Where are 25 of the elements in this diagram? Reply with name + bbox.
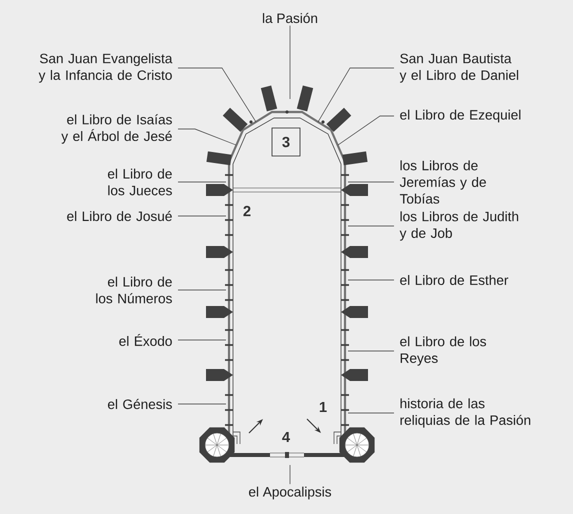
leader-line <box>178 68 256 122</box>
window-label: la Pasión <box>262 12 318 24</box>
room-number-box: 3 <box>272 128 300 156</box>
leader-line <box>348 350 394 352</box>
window-label: el Libro de los Números <box>96 276 172 304</box>
window-label: el Libro de Ezequiel <box>400 110 520 122</box>
window-label: San Juan Bautista y el Libro de Daniel <box>400 53 518 83</box>
window-label: historia de las reliquias de la Pasión <box>400 398 530 428</box>
window-label: el Éxodo <box>119 334 172 346</box>
window-label: el Génesis <box>108 398 172 410</box>
window-label: los Libros de Judith y de Job <box>400 211 518 241</box>
window-label: el Libro de los Jueces <box>108 168 172 196</box>
window-label: el Libro de Josué <box>67 210 172 222</box>
window-label: el Libro de Isaías y el Árbol de Jesé <box>61 114 172 144</box>
leader-line <box>178 128 236 146</box>
room-number: 2 <box>243 206 250 216</box>
window-label: el Apocalipsis <box>249 486 332 500</box>
leader-line <box>348 412 394 414</box>
room-number: 4 <box>282 432 290 442</box>
window-label: San Juan Evangelista y la Infancia de Cristo <box>38 53 172 83</box>
leader-line <box>318 68 394 122</box>
window-label: el Libro de Esther <box>400 275 508 285</box>
room-number: 1 <box>320 402 327 412</box>
leader-line <box>338 116 394 146</box>
window-label: el Libro de los Reyes <box>400 336 486 366</box>
